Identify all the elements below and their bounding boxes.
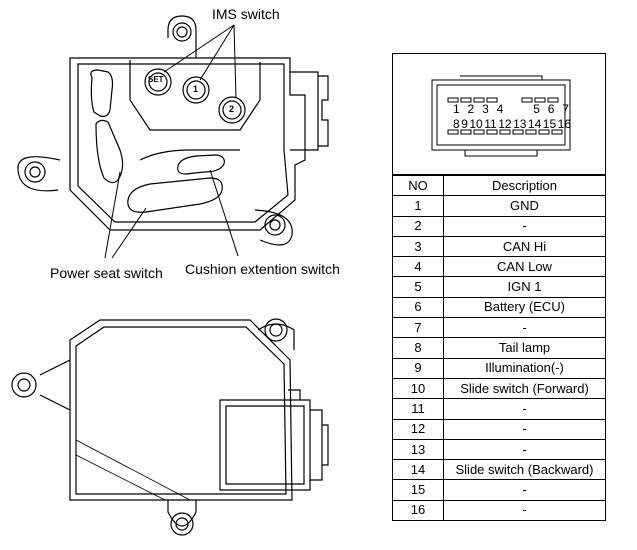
pin-slot (512, 129, 524, 135)
pin-slot (547, 97, 559, 103)
pin-number: 5 (533, 102, 540, 116)
table-row: 12- (392, 418, 606, 440)
table-row: 11- (392, 398, 606, 420)
pin-description-cell: - (443, 479, 606, 501)
table-row: 7- (392, 317, 606, 339)
pin-slot (473, 129, 485, 135)
pin-number: 7 (562, 102, 569, 116)
pin-no-cell: 3 (392, 235, 444, 258)
set-button-label: SET (148, 75, 164, 84)
pin-slot (447, 97, 459, 103)
connector-pinout-box: 1 2 3 4 5 6 7 8 9 10 11 12 13 14 15 16 (392, 53, 606, 175)
memory-2-button-label: 2 (229, 104, 235, 114)
ims-switch-callout: IMS switch (212, 6, 280, 22)
pin-number: 4 (496, 102, 504, 116)
pin-no-cell: 10 (392, 377, 444, 400)
pin-description-cell: - (443, 215, 606, 237)
pin-number: 8 (453, 117, 460, 131)
pin-no-cell: 5 (392, 276, 444, 298)
pin-description-cell: - (443, 438, 606, 461)
pin-description-cell: Battery (ECU) (443, 296, 606, 319)
table-row: 13- (392, 438, 606, 461)
pin-description-cell: IGN 1 (443, 276, 606, 298)
pin-description-cell: - (443, 418, 606, 440)
pin-no-cell: 15 (392, 479, 444, 501)
pin-description-cell: Tail lamp (443, 337, 606, 359)
pin-number: 15 (542, 117, 557, 131)
pin-no-cell: 11 (392, 398, 444, 420)
header-description: Description (443, 174, 606, 197)
pin-number: 10 (469, 117, 483, 131)
pin-slot (486, 129, 498, 135)
pin-number: 2 (467, 102, 475, 116)
pin-no-cell: 8 (392, 337, 444, 359)
pin-slot (473, 97, 485, 103)
pin-slot (525, 129, 537, 135)
pin-slot (460, 129, 472, 135)
pin-description-cell: CAN Hi (443, 235, 606, 258)
pin-number: 16 (557, 117, 571, 131)
pin-slot (460, 97, 472, 103)
pin-no-cell: 14 (392, 459, 444, 481)
pin-description-cell: GND (443, 195, 606, 217)
table-row: 15- (392, 479, 606, 501)
pin-no-cell: 16 (392, 499, 444, 522)
pin-number: 9 (461, 117, 468, 131)
bottom-pin-row: 8 9 10 11 12 13 14 15 16 (453, 117, 571, 131)
pin-no-cell: 6 (392, 296, 444, 319)
memory-1-button-label: 1 (193, 84, 199, 94)
pin-slot (551, 129, 563, 135)
pin-no-cell: 13 (392, 438, 444, 461)
pin-slot (534, 97, 546, 103)
pin-no-cell: 1 (392, 195, 444, 217)
pin-description-cell: - (443, 499, 606, 522)
switch-front-view (17, 15, 329, 246)
pin-no-cell: 7 (392, 317, 444, 339)
table-header-row: NO Description (392, 174, 606, 197)
switch-rear-view (11, 318, 329, 536)
pin-no-cell: 4 (392, 256, 444, 278)
pin-description-cell: Slide switch (Backward) (443, 459, 606, 481)
pin-description-cell: - (443, 317, 606, 339)
pin-no-cell: 2 (392, 215, 444, 237)
connector-face (431, 75, 571, 157)
header-no: NO (392, 174, 444, 197)
pin-number: 1 (453, 102, 460, 116)
pin-description-cell: Slide switch (Forward) (443, 377, 606, 400)
pin-slot (499, 129, 511, 135)
table-row: 2- (392, 215, 606, 237)
pin-number: 13 (513, 117, 527, 131)
pin-number: 11 (484, 117, 497, 131)
pin-number: 6 (547, 102, 555, 116)
pin-number: 12 (498, 117, 512, 131)
pin-description-cell: CAN Low (443, 256, 606, 278)
cushion-extention-switch-callout: Cushion extention switch (185, 261, 340, 277)
pin-slot (447, 129, 459, 135)
pin-description-cell: Illumination(-) (443, 357, 606, 379)
pin-number: 3 (482, 102, 489, 116)
leader-lines (104, 24, 239, 259)
top-pin-row: 1 2 3 4 5 6 7 (453, 102, 569, 116)
pin-no-cell: 12 (392, 418, 444, 440)
pin-no-cell: 9 (392, 357, 444, 379)
table-row: 16- (392, 499, 606, 522)
pin-description-cell: - (443, 398, 606, 420)
pin-slot (486, 97, 498, 103)
pin-number: 14 (527, 117, 542, 131)
power-seat-switch-callout: Power seat switch (50, 265, 163, 281)
pin-slot (521, 97, 533, 103)
pin-slot (538, 129, 550, 135)
